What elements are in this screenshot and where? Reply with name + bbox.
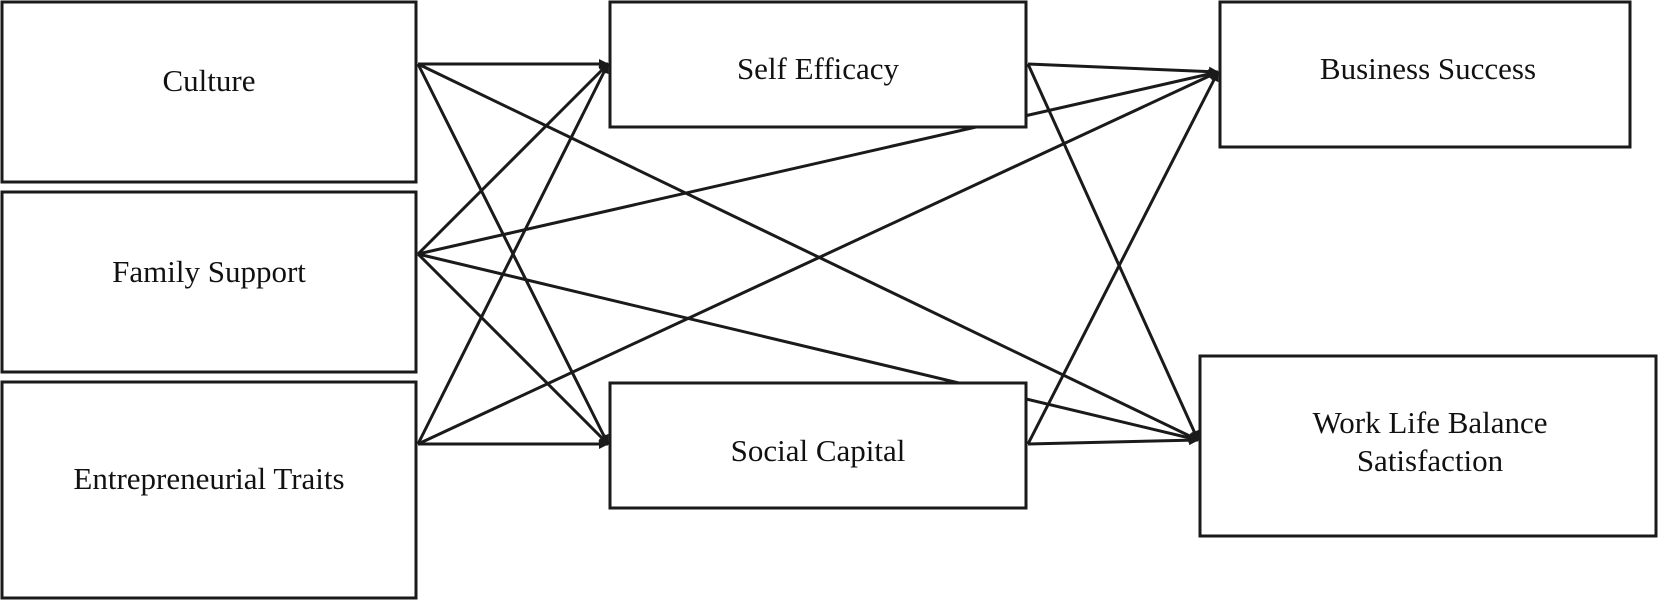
node-social-capital: Social Capital: [608, 381, 1028, 510]
node-work-life-balance: Work Life Balance Satisfaction: [1198, 354, 1658, 538]
culture-label: Culture: [163, 63, 256, 98]
culture-box: [0, 0, 418, 184]
arrow-social-capital-to-work-life-balance: [1027, 435, 1199, 446]
family-support-label: Family Support: [112, 254, 306, 289]
node-family-support: Family Support: [0, 190, 418, 374]
business-success-box: [1218, 0, 1632, 149]
arrow-self-efficacy-to-work-life-balance: [1026, 63, 1200, 441]
node-self-efficacy: Self Efficacy: [608, 0, 1028, 129]
entrepreneurial-traits-box: [0, 380, 418, 600]
work-life-balance-box: [1198, 354, 1658, 538]
work-life-balance-label-line1: Work Life Balance: [1312, 405, 1547, 440]
arrow-family-support-to-self-efficacy: [416, 62, 610, 256]
self-efficacy-label: Self Efficacy: [737, 51, 900, 86]
self-efficacy-box: [608, 0, 1028, 129]
social-capital-box: [608, 381, 1028, 510]
family-support-box: [0, 190, 418, 374]
node-business-success: Business Success: [1218, 0, 1632, 149]
entrepreneurial-traits-label: Entrepreneurial Traits: [73, 461, 344, 496]
node-culture: Culture: [0, 0, 418, 184]
business-success-label: Business Success: [1320, 51, 1536, 86]
arrow-entrepreneurial-traits-to-business-success: [417, 70, 1219, 446]
arrow-entrepreneurial-traits-to-self-efficacy: [416, 63, 610, 445]
arrow-culture-to-work-life-balance: [417, 62, 1199, 442]
arrow-self-efficacy-to-business-success: [1027, 62, 1219, 77]
arrow-family-support-to-work-life-balance: [417, 252, 1199, 443]
arrow-social-capital-to-business-success: [1026, 71, 1220, 445]
arrow-family-support-to-business-success: [417, 69, 1219, 256]
social-capital-label: Social Capital: [731, 433, 906, 468]
work-life-balance-label-line2: Satisfaction: [1357, 443, 1504, 478]
edges-layer: [416, 59, 1220, 449]
arrow-family-support-to-social-capital: [416, 252, 610, 446]
node-entrepreneurial-traits: Entrepreneurial Traits: [0, 380, 418, 600]
